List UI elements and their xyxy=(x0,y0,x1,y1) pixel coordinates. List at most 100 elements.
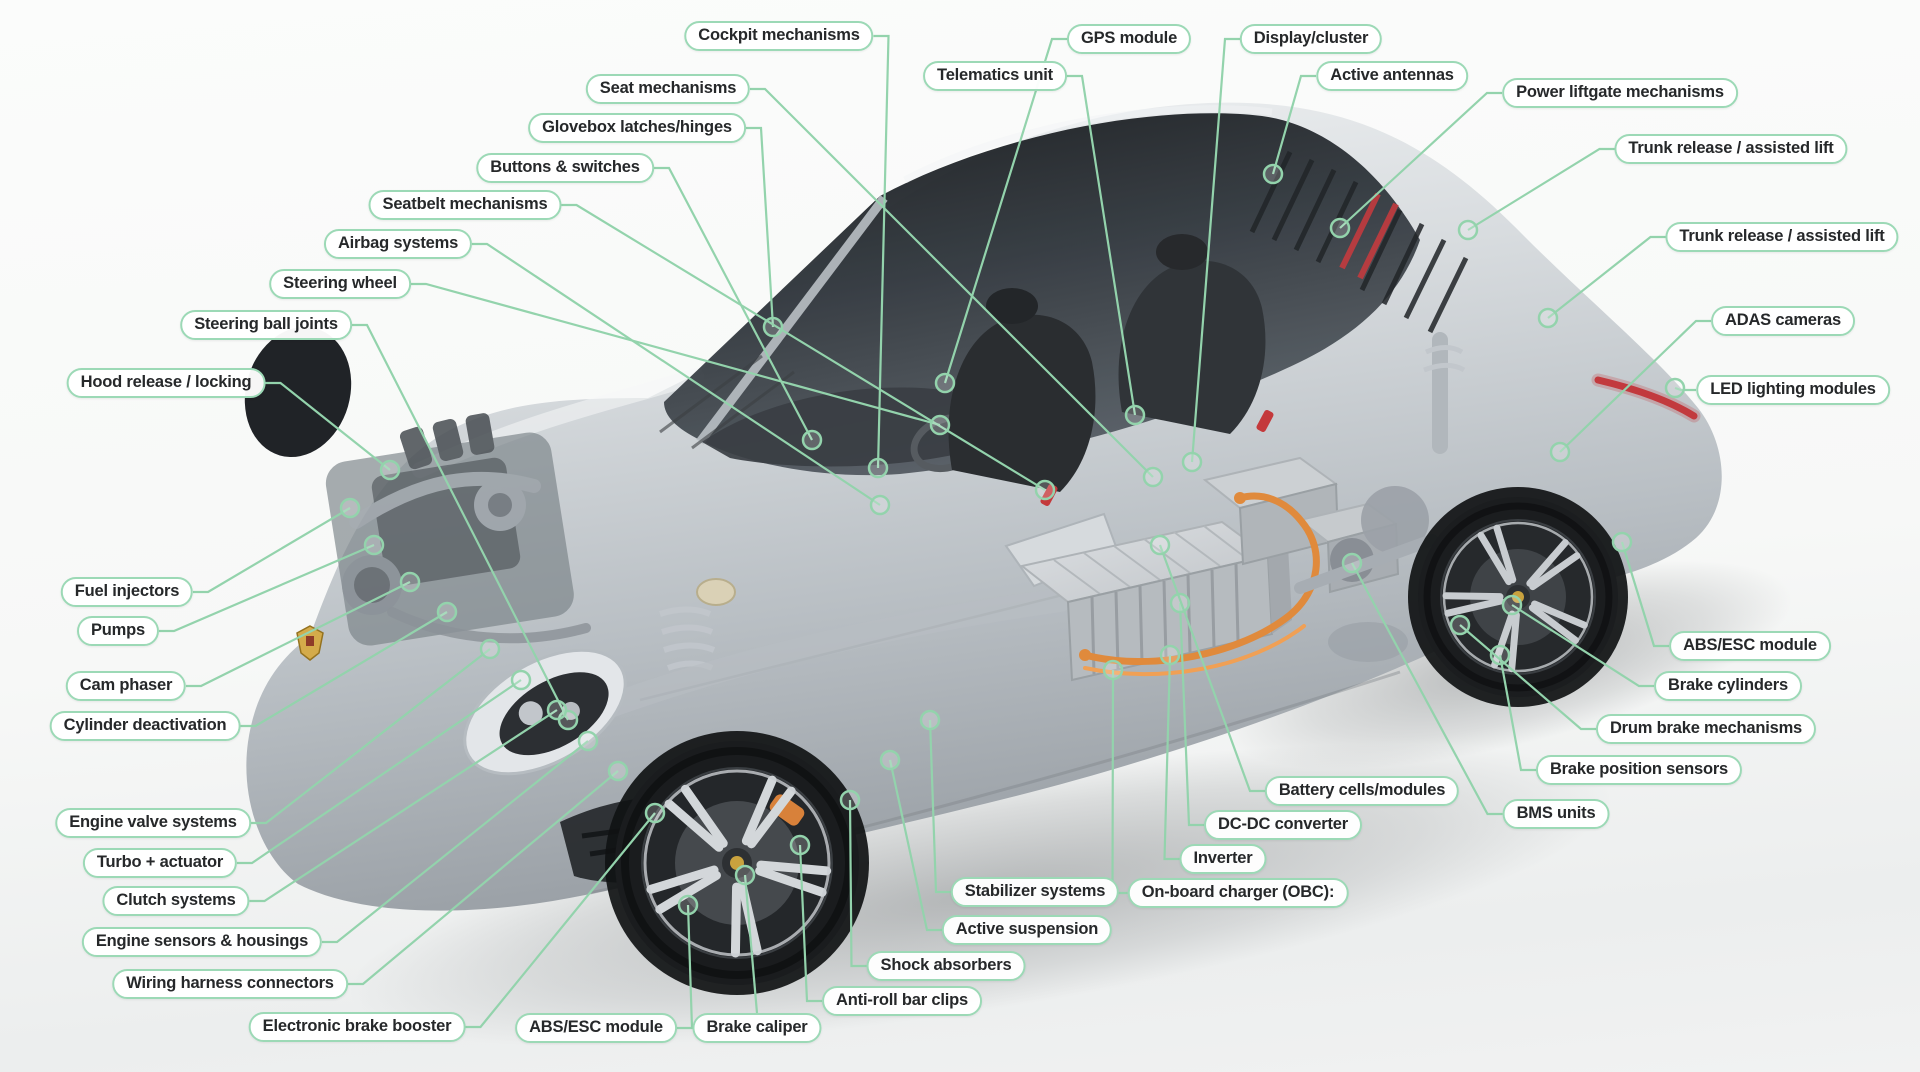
leader-target-dc-dc-converter xyxy=(1169,592,1191,614)
leader-target-hood-release-locking xyxy=(379,459,401,481)
component-label-power-liftgate-mechanisms: Power liftgate mechanisms xyxy=(1502,78,1738,108)
leader-line-steering-wheel xyxy=(411,282,941,427)
component-label-steering-ball-joints: Steering ball joints xyxy=(180,310,352,340)
component-label-engine-valve-systems: Engine valve systems xyxy=(55,808,251,838)
leader-target-active-suspension xyxy=(879,749,901,771)
leader-target-abs-esc-module-front xyxy=(677,894,699,916)
component-label-brake-cylinders: Brake cylinders xyxy=(1654,671,1802,701)
leader-line-seatbelt-mechanisms xyxy=(561,203,1046,491)
leader-target-steering-wheel xyxy=(929,414,951,436)
component-label-led-lighting-modules: LED lighting modules xyxy=(1696,375,1890,405)
component-label-wiring-harness-connectors: Wiring harness connectors xyxy=(112,969,348,999)
component-label-battery-cells-modules: Battery cells/modules xyxy=(1264,776,1460,806)
leader-line-hood-release-locking xyxy=(265,381,391,471)
component-label-trunk-release-assisted-lift-1: Trunk release / assisted lift xyxy=(1614,134,1848,164)
component-label-telematics-unit: Telematics unit xyxy=(923,61,1067,91)
component-label-electronic-brake-booster: Electronic brake booster xyxy=(248,1012,466,1042)
leader-line-active-suspension xyxy=(888,759,942,932)
leader-target-telematics-unit xyxy=(1124,404,1146,426)
component-label-on-board-charger: On-board charger (OBC): xyxy=(1127,878,1349,908)
component-label-airbag-systems: Airbag systems xyxy=(323,229,473,259)
component-label-display-cluster: Display/cluster xyxy=(1239,24,1383,54)
component-label-active-suspension: Active suspension xyxy=(941,915,1113,945)
wheel-spoke xyxy=(730,882,742,958)
leader-line-cam-phaser xyxy=(186,581,411,688)
leader-line-gps-module xyxy=(943,37,1067,384)
leader-line-steering-ball-joints xyxy=(352,323,569,721)
component-label-clutch-systems: Clutch systems xyxy=(102,886,250,916)
leader-line-fuel-injectors xyxy=(193,507,351,594)
component-label-cylinder-deactivation: Cylinder deactivation xyxy=(49,711,241,741)
component-label-anti-roll-bar-clips: Anti-roll bar clips xyxy=(822,986,982,1016)
leader-line-buttons-switches xyxy=(654,166,813,441)
leader-target-led-lighting-modules xyxy=(1664,377,1686,399)
leader-target-gps-module xyxy=(934,372,956,394)
leader-target-clutch-systems xyxy=(546,699,568,721)
component-label-dc-dc-converter: DC-DC converter xyxy=(1204,810,1362,840)
component-label-steering-wheel: Steering wheel xyxy=(269,269,411,299)
leader-line-engine-sensors-housings xyxy=(322,740,589,944)
leader-target-stabilizer-systems xyxy=(919,709,941,731)
leader-line-brake-caliper xyxy=(743,874,759,1014)
engine-lid-vents xyxy=(1249,150,1469,334)
component-label-brake-caliper: Brake caliper xyxy=(692,1013,822,1043)
component-label-adas-cameras: ADAS cameras xyxy=(1711,306,1855,336)
leader-target-trunk-release-assisted-lift-1 xyxy=(1457,219,1479,241)
leader-target-on-board-charger xyxy=(1102,659,1124,681)
leader-target-airbag-systems xyxy=(869,494,891,516)
component-label-drum-brake-mechanisms: Drum brake mechanisms xyxy=(1595,714,1817,744)
leader-target-brake-caliper xyxy=(734,864,756,886)
leader-target-seat-mechanisms xyxy=(1142,466,1164,488)
component-label-glovebox-latches-hinges: Glovebox latches/hinges xyxy=(528,113,746,143)
seat-rear xyxy=(1118,260,1266,434)
leader-target-shock-absorbers xyxy=(839,789,861,811)
leader-target-seatbelt-mechanisms xyxy=(1034,479,1056,501)
leader-line-glovebox-latches-hinges xyxy=(746,126,775,328)
component-label-engine-sensors-housings: Engine sensors & housings xyxy=(81,927,323,957)
leader-target-cylinder-deactivation xyxy=(436,601,458,623)
wheel-spoke xyxy=(741,775,777,846)
wheel-spoke xyxy=(680,784,728,848)
leader-line-airbag-systems xyxy=(472,242,881,506)
component-label-cam-phaser: Cam phaser xyxy=(65,671,187,701)
leader-line-turbo-actuator xyxy=(237,679,522,865)
component-label-seatbelt-mechanisms: Seatbelt mechanisms xyxy=(368,190,562,220)
wheel-spoke xyxy=(756,860,832,876)
leader-line-abs-esc-module-front xyxy=(677,904,694,1030)
leader-line-power-liftgate-mechanisms xyxy=(1339,91,1502,229)
leader-line-inverter xyxy=(1163,654,1180,861)
component-label-gps-module: GPS module xyxy=(1066,24,1192,54)
leader-target-pumps xyxy=(363,534,385,556)
component-label-pumps: Pumps xyxy=(76,616,160,646)
leader-target-drum-brake-mechanisms xyxy=(1449,614,1471,636)
leader-line-electronic-brake-booster xyxy=(465,812,656,1029)
leader-target-electronic-brake-booster xyxy=(644,802,666,824)
component-label-stabilizer-systems: Stabilizer systems xyxy=(950,877,1120,907)
leader-target-display-cluster xyxy=(1181,451,1203,473)
leader-line-drum-brake-mechanisms xyxy=(1459,624,1596,731)
engine-lid-red-slats xyxy=(1339,192,1399,280)
leader-line-clutch-systems xyxy=(249,709,558,903)
component-label-abs-esc-module-front: ABS/ESC module xyxy=(515,1013,677,1043)
component-label-bms-units: BMS units xyxy=(1502,799,1610,829)
leader-line-engine-valve-systems xyxy=(251,648,491,825)
cabin-interior xyxy=(702,234,1274,507)
leader-line-led-lighting-modules xyxy=(1674,386,1696,392)
leader-line-display-cluster xyxy=(1190,37,1240,463)
component-label-inverter: Inverter xyxy=(1179,844,1267,874)
leader-target-engine-sensors-housings xyxy=(577,730,599,752)
wheel-spoke xyxy=(1477,531,1513,586)
component-label-trunk-release-assisted-lift-2: Trunk release / assisted lift xyxy=(1665,222,1899,252)
far-side-wheel xyxy=(244,326,352,458)
wheel-spoke xyxy=(1442,592,1504,601)
component-label-shock-absorbers: Shock absorbers xyxy=(866,951,1026,981)
leader-target-cam-phaser xyxy=(399,571,421,593)
wheel-spoke xyxy=(755,866,827,897)
leader-target-power-liftgate-mechanisms xyxy=(1329,217,1351,239)
leader-target-battery-cells-modules xyxy=(1149,534,1171,556)
wheel-spoke xyxy=(1493,524,1517,584)
component-label-cockpit-mechanisms: Cockpit mechanisms xyxy=(684,21,874,51)
leader-lines xyxy=(159,34,1711,1030)
